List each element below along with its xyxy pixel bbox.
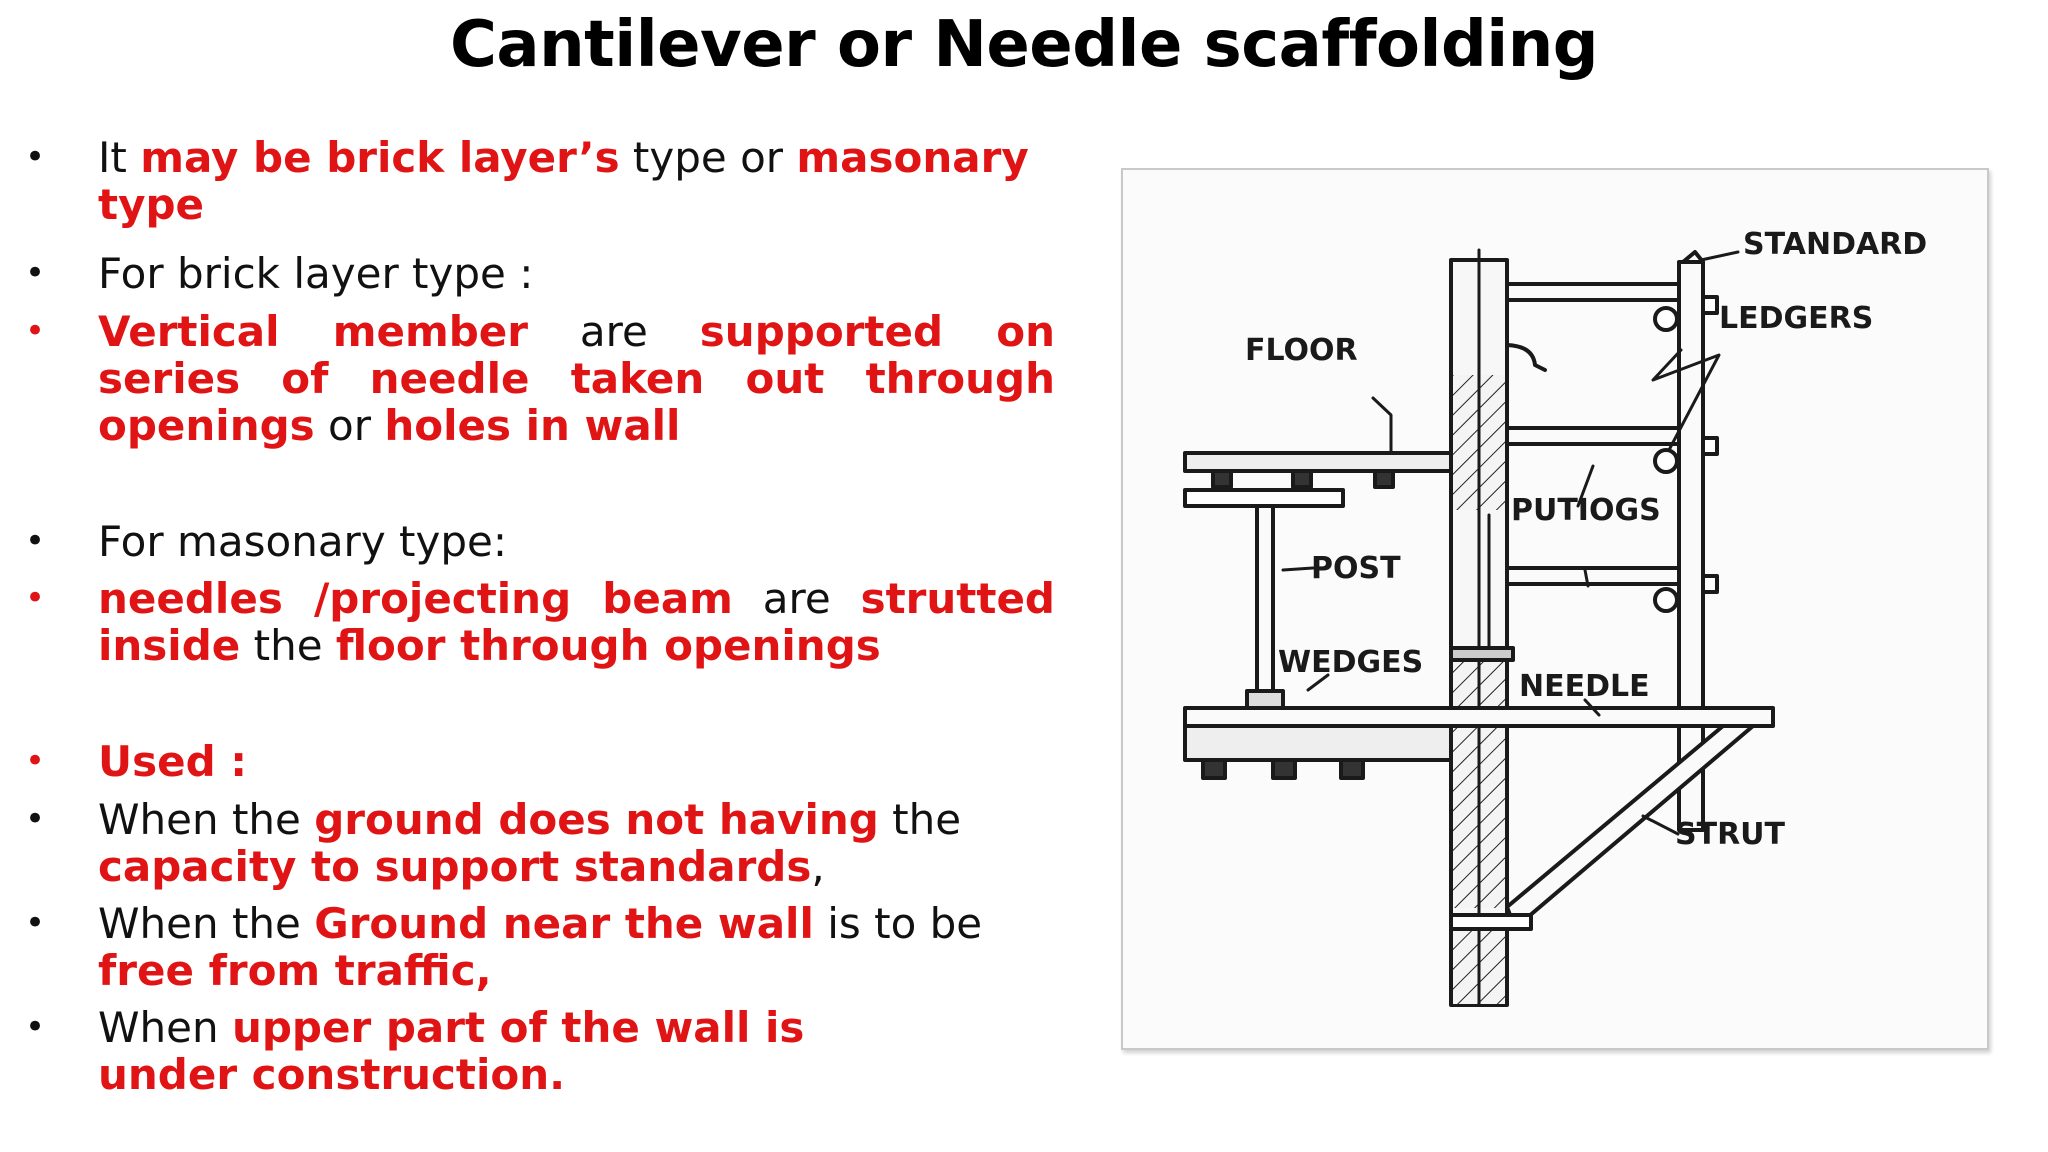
- highlighted-text: Vertical member: [98, 307, 528, 356]
- bullet-dot: •: [24, 137, 46, 177]
- bullet-item: • When the ground does not having the ca…: [25, 795, 1048, 891]
- plain-text: When the: [98, 899, 315, 948]
- bullet-item: • It may be brick layer’s type or masona…: [25, 133, 1058, 229]
- plain-text: are: [732, 574, 861, 623]
- highlighted-text: strutted inside: [98, 574, 1055, 670]
- highlighted-text: supported on series of needle taken out …: [98, 307, 1055, 450]
- ledger: [1653, 587, 1679, 613]
- bullet-item: • When the Ground near the wall is to be…: [25, 899, 998, 995]
- scaffolding-diagram: STANDARD LEDGERS FLOOR PUTIOGS POST WEDG…: [1121, 168, 1989, 1050]
- label-putlogs: PUTIOGS: [1511, 493, 1661, 528]
- plain-text: For masonary type:: [98, 517, 508, 566]
- putlog: [1505, 566, 1681, 586]
- label-strut: STRUT: [1675, 817, 1786, 852]
- putlog: [1505, 282, 1681, 302]
- plain-text: type or: [619, 133, 797, 182]
- bullet-dot: •: [24, 1007, 46, 1047]
- bullet-item: • needles /projecting beam are strutted …: [25, 574, 1055, 670]
- plain-text: For brick layer type :: [98, 249, 534, 298]
- bullet-text: It may be brick layer’s type or masonary…: [98, 133, 1029, 229]
- bullet-dot: •: [24, 799, 46, 839]
- needle-beam: [1183, 706, 1775, 728]
- bullet-dot: •: [24, 903, 46, 943]
- bullet-text: Vertical member are supported on series …: [98, 307, 1055, 450]
- slide-title: Cantilever or Needle scaffolding: [449, 8, 1599, 82]
- post: [1255, 504, 1275, 693]
- bullet-dot: •: [24, 253, 46, 293]
- highlighted-text: capacity to support standards: [98, 842, 812, 891]
- bullet-item: • For brick layer type :: [25, 249, 1058, 298]
- highlighted-text: Ground near the wall: [314, 899, 814, 948]
- highlighted-text: free from traffic,: [98, 946, 492, 995]
- highlighted-text: floor through openings: [335, 621, 881, 670]
- bullet-dot: •: [24, 311, 46, 351]
- plain-text: is to be: [813, 899, 983, 948]
- bullet-text: For masonary type:: [98, 517, 507, 566]
- highlighted-text: masonary type: [98, 133, 1029, 229]
- highlighted-text: needles /projecting beam: [98, 574, 733, 623]
- diagram-drawing: STANDARD LEDGERS FLOOR PUTIOGS POST WEDG…: [1183, 227, 1927, 1007]
- plain-text: When: [98, 1003, 232, 1052]
- bullet-item: • For masonary type:: [25, 517, 1058, 566]
- plain-text: It: [98, 133, 141, 182]
- bullet-text: needles /projecting beam are strutted in…: [98, 574, 1055, 670]
- label-needle: NEEDLE: [1519, 669, 1650, 704]
- bullet-dot: •: [24, 521, 46, 561]
- bullet-list: • It may be brick layer’s type or masona…: [25, 133, 1058, 1099]
- highlighted-text: ground does not having: [314, 795, 879, 844]
- plain-text: the: [240, 621, 336, 670]
- label-standard: STANDARD: [1743, 227, 1927, 262]
- label-ledgers: LEDGERS: [1719, 301, 1873, 336]
- label-wedges: WEDGES: [1278, 645, 1423, 680]
- bullet-text: When the Ground near the wall is to be f…: [98, 899, 982, 995]
- ledger: [1653, 306, 1679, 332]
- bullet-text: When the ground does not having the capa…: [98, 795, 961, 891]
- plain-text: are: [528, 307, 700, 356]
- bullet-dot: •: [24, 578, 46, 618]
- bullet-text: Used :: [98, 737, 247, 786]
- bullet-text: When upper part of the wall is under con…: [98, 1003, 804, 1099]
- plain-text: the: [878, 795, 962, 844]
- bullet-dot: •: [24, 741, 46, 781]
- highlighted-text: Used :: [98, 737, 248, 786]
- bullet-text: For brick layer type :: [98, 249, 533, 298]
- highlighted-text: may be brick layer’s: [140, 133, 620, 182]
- highlighted-text: upper part of the wall is under construc…: [98, 1003, 805, 1099]
- plain-text: When the: [98, 795, 315, 844]
- highlighted-text: holes in wall: [384, 401, 681, 450]
- standard: [1677, 260, 1705, 832]
- bullet-item: • When upper part of the wall is under c…: [25, 1003, 918, 1099]
- putlog: [1505, 426, 1681, 446]
- floor-slab: [1183, 451, 1453, 473]
- ledger: [1653, 448, 1679, 474]
- bullet-item: • Vertical member are supported on serie…: [25, 307, 1055, 450]
- label-post: POST: [1311, 551, 1401, 586]
- plain-text: ,: [811, 842, 825, 891]
- label-floor: FLOOR: [1245, 333, 1358, 368]
- plain-text: or: [314, 401, 385, 450]
- bullet-item: • Used :: [25, 737, 1058, 786]
